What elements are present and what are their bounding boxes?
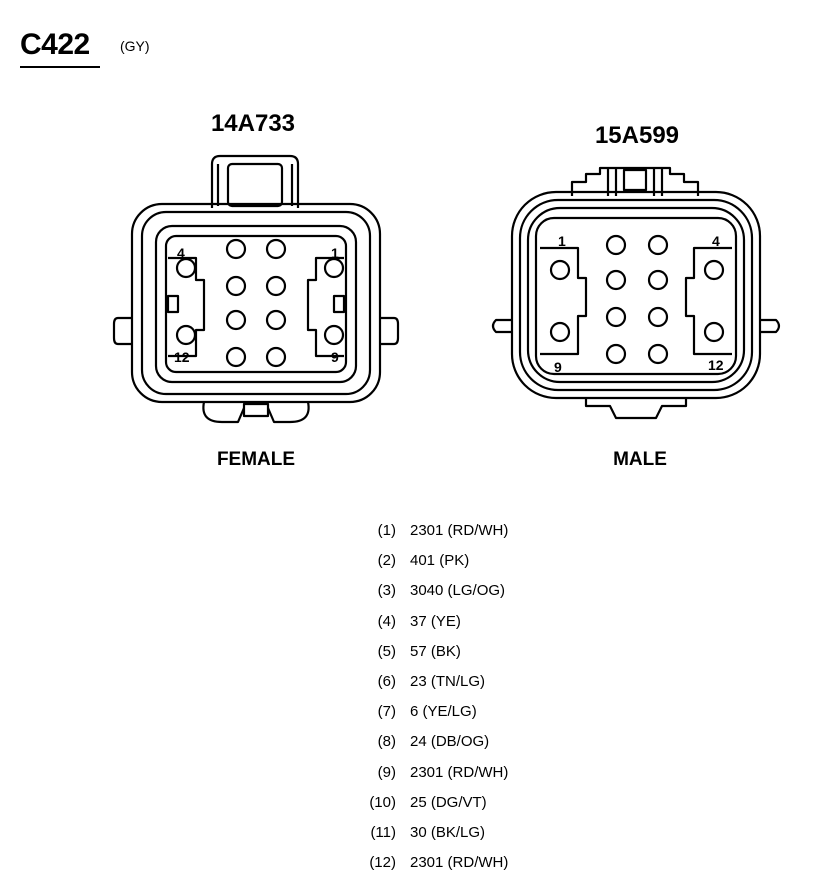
pin-circuit: 23 (TN/LG) [410, 672, 486, 690]
pin-circuit: 25 (DG/VT) [410, 793, 487, 811]
pin [647, 343, 669, 365]
pin-cavity [225, 346, 247, 368]
pin-index: (6) [377, 672, 396, 690]
pin-circuit: 2301 (RD/WH) [410, 854, 509, 872]
pin-index: (11) [370, 823, 396, 841]
list-item: (10) 25 (DG/VT) [340, 788, 508, 818]
pin-index: (3) [377, 582, 396, 600]
female-label: FEMALE [216, 449, 296, 470]
pin-cavity [265, 346, 287, 368]
pin [605, 306, 627, 328]
pin-circuit-list: (1) 2301 (RD/WH) (2) 401 (PK) (3) 3040 (LG/… [340, 516, 508, 878]
pin-index: (10) [369, 793, 396, 811]
female-connector-face: 4 1 12 9 [112, 154, 400, 424]
pin-index: (8) [377, 733, 396, 751]
pin [605, 343, 627, 365]
pin-circuit: 24 (DB/OG) [410, 733, 490, 751]
pin-cavity [225, 275, 247, 297]
female-part-number: 14A733 [210, 110, 296, 137]
pin-circuit: 3040 (LG/OG) [410, 582, 506, 600]
pin-cavity [323, 257, 345, 279]
pin-cavity [323, 324, 345, 346]
pin-circuit: 401 (PK) [410, 552, 470, 570]
pin-index: (1) [377, 522, 396, 539]
pin-index: (9) [377, 763, 396, 781]
list-item: (2) 401 (PK) [340, 546, 508, 576]
female-corner-label: 9 [331, 349, 339, 365]
pin-circuit: 6 (YE/LG) [410, 703, 477, 721]
female-corner-label: 12 [174, 349, 190, 365]
male-connector-face: 1 4 9 12 [491, 166, 781, 420]
pin [605, 269, 627, 291]
list-item: (12) 2301 (RD/WH) [340, 848, 508, 878]
pin-cavity [265, 238, 287, 260]
pin-cavity [265, 275, 287, 297]
male-corner-label: 9 [554, 359, 562, 375]
pin [703, 321, 725, 343]
pin-index: (2) [377, 552, 396, 570]
female-corner-label: 4 [177, 245, 185, 261]
list-item: (11) 30 (BK/LG) [340, 818, 508, 848]
pin [549, 259, 571, 281]
list-item: (7) 6 (YE/LG) [340, 697, 508, 727]
list-item: (1) 2301 (RD/WH) [340, 516, 509, 546]
list-item: (6) 23 (TN/LG) [340, 667, 508, 697]
list-item: (5) 57 (BK) [340, 637, 508, 667]
pin-circuit: 57 (BK) [410, 642, 461, 660]
pin-index: (7) [377, 703, 396, 721]
pin-cavity [225, 309, 247, 331]
connector-id: C422 [20, 28, 90, 61]
list-item: (4) 37 (YE) [340, 607, 508, 637]
list-item: (8) 24 (DB/OG) [340, 727, 508, 757]
pin [605, 234, 627, 256]
pin-cavity [175, 257, 197, 279]
pin-index: (4) [377, 612, 396, 630]
male-part-number: 15A599 [594, 122, 680, 149]
pin [647, 269, 669, 291]
pin-circuit: 2301 (RD/WH) [410, 522, 509, 539]
pin-cavity [265, 309, 287, 331]
pin [549, 321, 571, 343]
female-pin-cavities [175, 238, 345, 368]
pin-circuit: 37 (YE) [410, 612, 461, 630]
connector-id-underline [20, 66, 100, 68]
list-item: (3) 3040 (LG/OG) [340, 576, 508, 606]
male-pins [549, 234, 725, 365]
pin-cavity [175, 324, 197, 346]
pin-index: (12) [369, 854, 396, 872]
pin [647, 234, 669, 256]
pin-circuit: 2301 (RD/WH) [410, 763, 509, 781]
pin-cavity [225, 238, 247, 260]
list-item: (9) 2301 (RD/WH) [340, 758, 509, 788]
male-corner-label: 12 [708, 357, 724, 373]
pin-index: (5) [377, 642, 396, 660]
pin [703, 259, 725, 281]
pin-circuit: 30 (BK/LG) [410, 823, 486, 841]
male-corner-label: 1 [558, 233, 566, 249]
connector-color-code: (GY) [120, 38, 150, 54]
pin [647, 306, 669, 328]
female-corner-label: 1 [331, 245, 339, 261]
male-corner-label: 4 [712, 233, 720, 249]
male-label: MALE [613, 449, 667, 470]
